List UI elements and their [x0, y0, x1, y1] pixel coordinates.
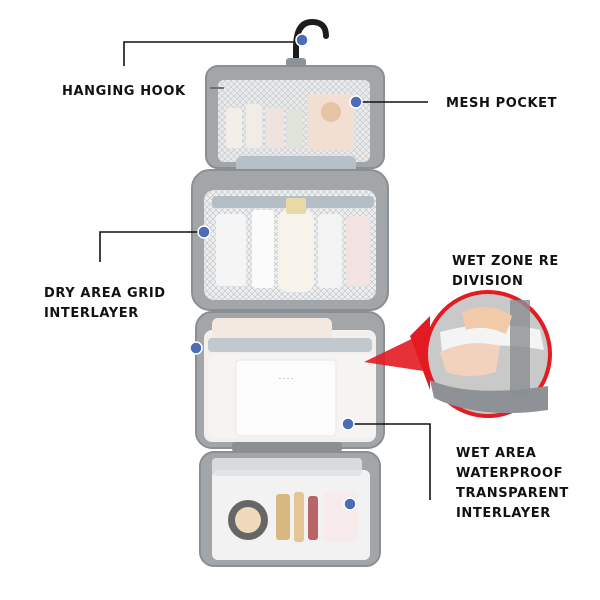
mesh-marker-dot: [349, 95, 363, 109]
callout-mesh-pocket: MESH POCKET: [446, 96, 558, 111]
bottom-marker-dot: [343, 497, 357, 511]
wet-zone-detail: [364, 290, 552, 418]
leader-lines: [99, 41, 431, 500]
wet-section: - - - -: [195, 311, 385, 449]
wet-area-marker-dot: [341, 417, 355, 431]
callout-hanging-hook: HANGING HOOK: [62, 84, 186, 99]
top-section: [205, 65, 385, 169]
callout-wet-area: WET AREA WATERPROOF TRANSPARENT INTERLAY…: [456, 446, 569, 521]
callout-wet-zone: WET ZONE RE DIVISION: [452, 254, 559, 289]
dry-section: [191, 156, 389, 311]
hook-marker-dot: [295, 33, 309, 47]
bottom-pocket: [199, 442, 381, 567]
wet-upper-marker-dot: [189, 341, 203, 355]
dry-marker-dot: [197, 225, 211, 239]
svg-text:- - - -: - - - -: [279, 375, 293, 382]
callout-dry-area: DRY AREA GRID INTERLAYER: [44, 286, 166, 321]
